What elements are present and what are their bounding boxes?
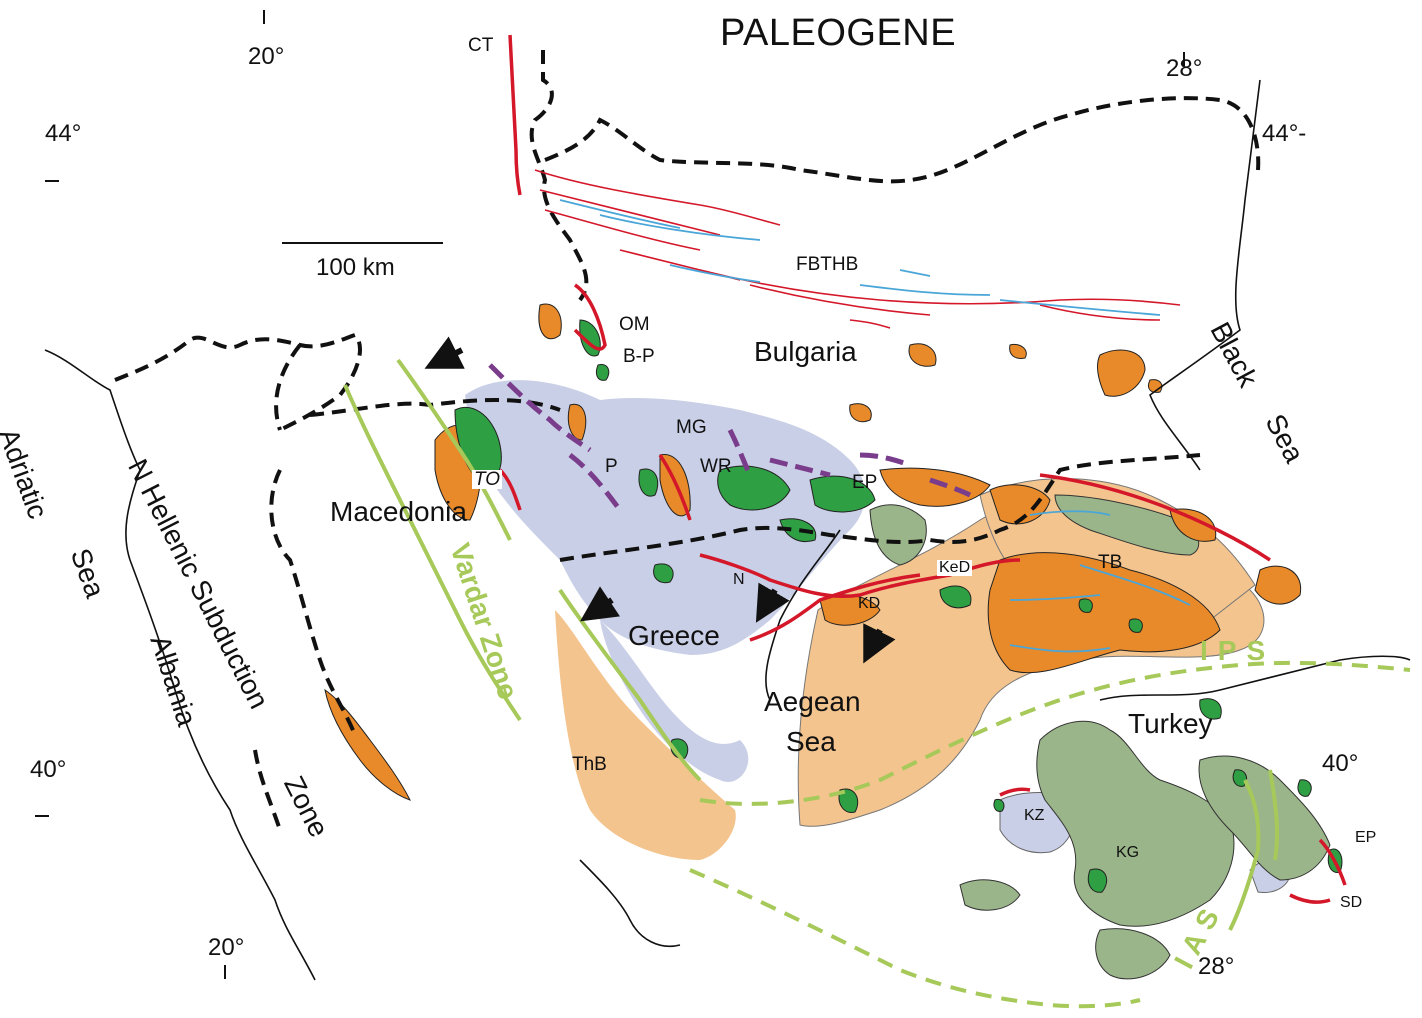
rhodope-sage [869,504,927,566]
motion-arrows [424,336,896,664]
lon-label-bottom-right: 28° [1198,953,1235,980]
lon-label-top-left: 20° [248,43,285,70]
tick-top-left [263,10,265,24]
label-mg: MG [676,417,707,438]
lon-label-top-right: 28° [1166,55,1203,82]
region-turkey: Turkey [1128,708,1213,739]
label-bp: B-P [623,346,655,367]
turkey-sage-4 [959,879,1021,911]
tick-left-bottom [35,815,49,817]
map-title: PALEOGENE [720,12,957,54]
volcanic-patches [324,303,1302,801]
lat-label-right-top: 44°- [1262,120,1307,147]
label-fbthb: FBTHB [796,254,859,275]
label-ep-north: EP [852,472,878,493]
tick-bottom-left [224,965,226,979]
label-p: P [605,456,618,477]
label-om: OM [619,314,650,335]
suture-dashed [689,660,1411,1009]
sakarya-sage [1054,494,1200,556]
label-kg: KG [1116,844,1140,861]
region-macedonia: Macedonia [330,496,467,527]
scale-bar-label: 100 km [316,254,395,281]
tick-left-top [45,180,59,182]
fold-axes [559,199,1191,653]
ips-label: IPS [1200,635,1276,666]
region-bulgaria: Bulgaria [754,336,857,367]
label-ct: CT [468,35,494,56]
aegean-label-1: Aegean [764,686,861,717]
rhodope-massif [465,380,865,655]
label-n: N [733,571,745,588]
turkey-sage-3 [1095,928,1171,980]
label-tb: TB [1098,552,1123,573]
turkey-sage-1 [1036,720,1235,927]
thb-basin [555,610,736,860]
label-wr: WR [700,456,732,477]
thrust-belt [534,169,1181,329]
coastlines [44,79,1411,981]
label-kd: KD [858,595,881,612]
aegean-label-2: Sea [786,726,836,757]
tick-top-right [1183,52,1185,66]
label-ked: KeD [937,559,973,576]
region-greece: Greece [628,620,720,651]
lon-label-bottom-left: 20° [208,934,245,961]
label-sd: SD [1340,894,1363,911]
label-to: TO [472,469,503,490]
label-kz: KZ [1024,807,1045,824]
suture-lines [343,358,1280,931]
lat-label-right-bottom: 40° [1322,750,1359,777]
label-ep-south: EP [1355,829,1377,846]
lat-label-left-bottom: 40° [30,756,67,783]
intrusive-patches [454,319,1343,893]
lat-label-left-top: 44° [45,120,82,147]
faults [498,34,1347,904]
label-thb: ThB [572,754,607,775]
detachments [488,363,972,512]
